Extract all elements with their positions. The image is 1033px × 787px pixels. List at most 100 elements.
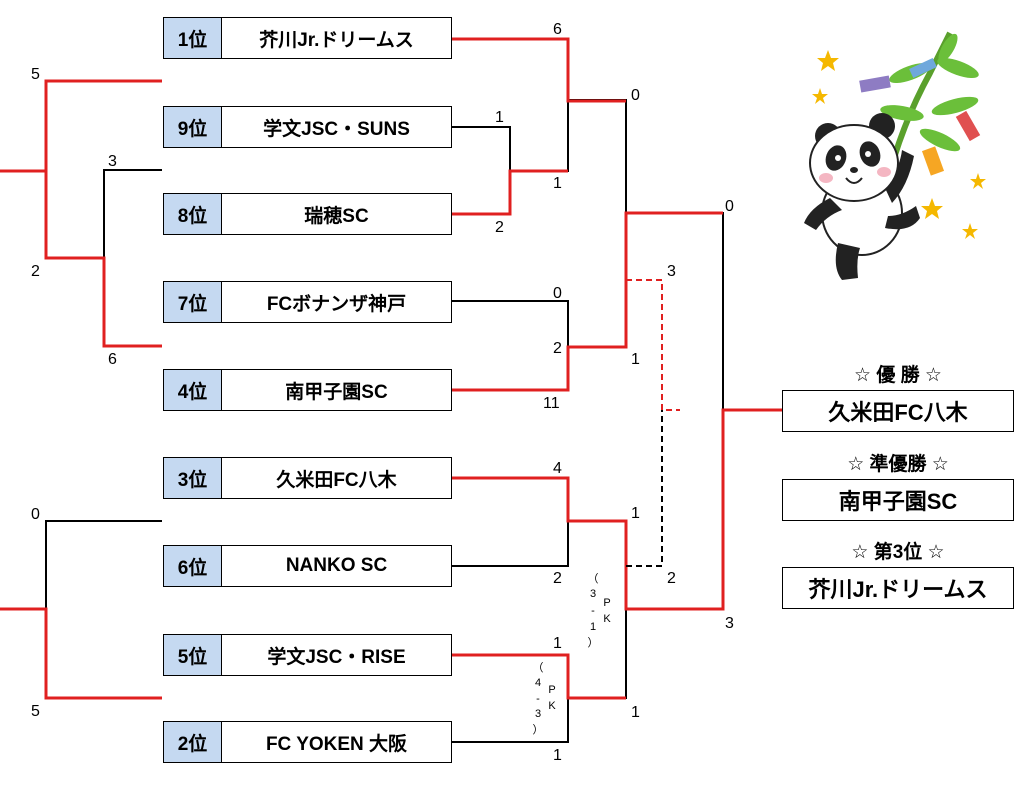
pk-paren-open: （: [532, 662, 544, 674]
panda-arm: [804, 198, 842, 230]
team-box: 3位 久米田FC八木: [163, 457, 452, 499]
star-icon: [962, 223, 978, 239]
team-rank: 7位: [164, 282, 222, 322]
tanzaku-blue: [909, 57, 937, 79]
pk-note: （ 3 - 1 ） P K: [587, 573, 613, 657]
star-icon: [921, 198, 943, 219]
score: 2: [667, 570, 676, 587]
pk-score: -: [536, 693, 540, 705]
pk-score: 3: [589, 588, 597, 600]
score: 0: [553, 285, 562, 302]
panda-arm: [885, 150, 914, 203]
score: 11: [543, 395, 560, 412]
team-name: 瑞穂SC: [304, 205, 369, 227]
team-name: NANKO SC: [285, 555, 388, 576]
team-rank: 5位: [164, 635, 222, 675]
score: 3: [108, 153, 117, 170]
pk-note: （ 4 - 3 ） P K: [532, 662, 558, 742]
panda-leg: [835, 243, 860, 280]
star-icon: [812, 88, 828, 104]
team-name: FC YOKEN 大阪: [265, 733, 408, 755]
score: 5: [31, 703, 40, 720]
tanzaku-red: [955, 110, 981, 142]
panda-nose: [850, 167, 858, 173]
bamboo-leaf: [919, 128, 961, 152]
team-rank: 8位: [164, 194, 222, 234]
team-box: 9位 学文JSC・SUNS: [163, 106, 452, 148]
bamboo-leaf: [931, 96, 979, 116]
team-rank: 6位: [164, 546, 222, 586]
team-rank: 3位: [164, 458, 222, 498]
score: 2: [31, 263, 40, 280]
panda-cheek: [819, 173, 833, 183]
score: 4: [553, 460, 562, 477]
panda-eye: [835, 155, 841, 161]
team-box: 7位 FCボナンザ神戸: [163, 281, 452, 323]
team-rank: 2位: [164, 722, 222, 762]
score: 1: [495, 109, 504, 126]
score: 0: [631, 87, 640, 104]
bamboo-leaf: [938, 33, 958, 63]
score: 2: [553, 340, 562, 357]
champion-box: 久米田FC八木: [782, 390, 1014, 432]
team-rank: 9位: [164, 107, 222, 147]
third-box: 芥川Jr.ドリームス: [782, 567, 1014, 609]
pk-score: 4: [534, 677, 542, 689]
pk-label: K: [603, 613, 611, 625]
team-box: 6位 NANKO SC: [163, 545, 452, 587]
score: 5: [31, 66, 40, 83]
runnerup-label: ☆ 準優勝 ☆: [847, 454, 949, 475]
pk-label: K: [548, 700, 556, 712]
bamboo-leaf: [937, 58, 979, 78]
pk-paren-open: （: [587, 573, 599, 585]
score: 3: [667, 263, 676, 280]
pk-paren-close: ）: [587, 637, 599, 649]
pk-score: 3: [534, 708, 542, 720]
score: 1: [631, 505, 640, 522]
pk-paren-close: ）: [532, 724, 544, 736]
team-box: 1位 芥川Jr.ドリームス: [163, 17, 452, 59]
pk-score: 1: [589, 621, 597, 633]
team-name: 学文JSC・RISE: [267, 646, 406, 668]
pk-label: P: [548, 684, 556, 696]
score: 6: [553, 21, 562, 38]
team-box: 5位 学文JSC・RISE: [163, 634, 452, 676]
third-place-line-bottom: [626, 410, 663, 567]
panda-head: [809, 124, 899, 202]
team-name: 学文JSC・SUNS: [263, 118, 410, 140]
score: 0: [31, 506, 40, 523]
score: 1: [553, 747, 562, 764]
team-box: 2位 FC YOKEN 大阪: [163, 721, 452, 763]
score: 3: [725, 615, 734, 632]
score: 1: [631, 704, 640, 721]
panda-leg: [885, 206, 920, 230]
star-icon: [970, 173, 986, 189]
score: 0: [725, 198, 734, 215]
score: 2: [495, 219, 504, 236]
score: 1: [553, 175, 562, 192]
tanzaku-orange: [921, 146, 945, 176]
panda-cheek: [877, 167, 891, 177]
team-rank: 4位: [164, 370, 222, 410]
team-name: 久米田FC八木: [276, 469, 397, 491]
tanzaku-purple: [859, 75, 891, 93]
panda-mouth: [845, 177, 863, 184]
star-icon: [817, 50, 839, 71]
team-box: 8位 瑞穂SC: [163, 193, 452, 235]
score: 6: [108, 351, 117, 368]
runnerup-box: 南甲子園SC: [782, 479, 1014, 521]
third-place-line-top: [626, 279, 680, 411]
team-rank: 1位: [164, 18, 222, 58]
score: 1: [553, 635, 562, 652]
score: 1: [631, 351, 640, 368]
pk-score: -: [591, 605, 595, 617]
panda-illustration: [804, 31, 986, 280]
champion-label: ☆ 優 勝 ☆: [854, 365, 942, 386]
team-name: 南甲子園SC: [285, 381, 388, 403]
score: 2: [553, 570, 562, 587]
pk-label: P: [603, 597, 611, 609]
team-name: FCボナンザ神戸: [266, 293, 407, 315]
team-box: 4位 南甲子園SC: [163, 369, 452, 411]
panda-eye: [865, 151, 871, 157]
